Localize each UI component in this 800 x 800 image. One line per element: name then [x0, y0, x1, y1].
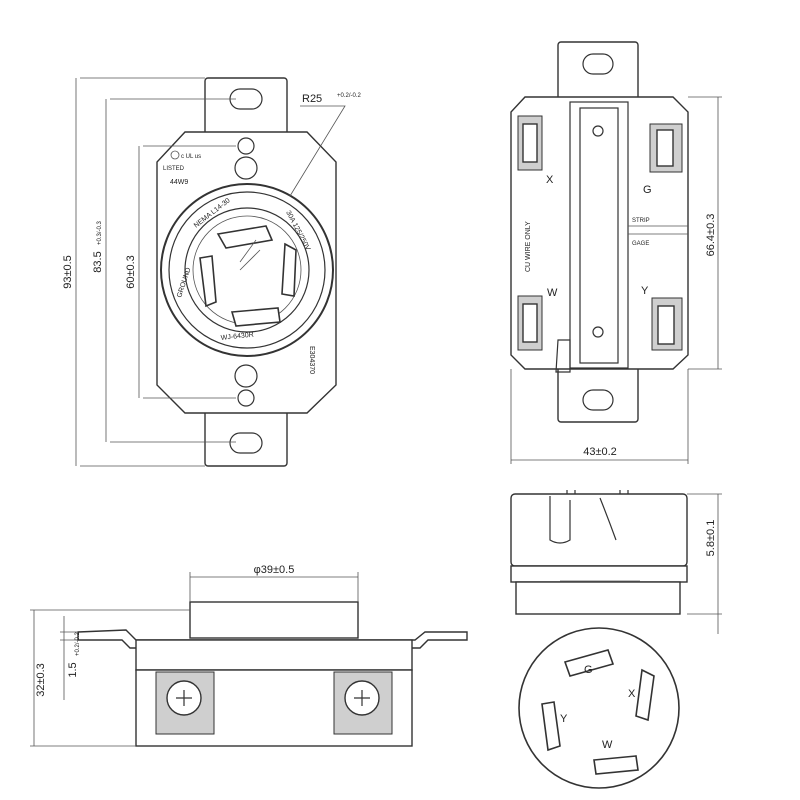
face-slot-x: [635, 668, 655, 722]
front-upper-hole-1: [237, 137, 255, 155]
terminal-label-x: X: [546, 174, 554, 186]
dim-line-5-8: [687, 493, 722, 634]
dim-diameter: φ39±0.5: [254, 564, 295, 576]
face-outer-circle: [518, 627, 680, 789]
front-lower-hole-2: [237, 389, 255, 407]
side-screw-left-slot: [176, 690, 192, 706]
dim-line-83: [105, 98, 236, 443]
dim-back-height: 66.4±0.3: [705, 214, 717, 257]
terminal-screw-x: [522, 123, 538, 163]
wire-note: CU WIRE ONLY: [525, 221, 532, 272]
dim-line-93: [75, 77, 205, 467]
side-middle-body: [135, 639, 413, 671]
front-view: NEMA L14-30 30A 125/250V WJ-6430R GROUND…: [62, 77, 362, 467]
back-view: X G W Y CU WIRE ONLY STRIP GAGE 66.4±0.3…: [510, 41, 722, 464]
side-upper-body: [189, 601, 359, 639]
front-slot-g: [216, 225, 274, 249]
radius-dimension: R25: [302, 93, 322, 105]
gage-label: GAGE: [632, 241, 649, 247]
back-top-slot: [582, 53, 614, 75]
side-view: φ39±0.5 32±0.3 1.5 +0.2/-0.2: [30, 564, 468, 747]
dim-line-66: [688, 96, 722, 370]
back-rivet-bottom: [592, 326, 604, 338]
dim-plate: 1.5: [67, 662, 79, 677]
dim-height-holes: 83.5: [92, 251, 104, 272]
listed-mark: LISTED: [163, 166, 185, 172]
front-text-ring-outer: [168, 191, 326, 349]
strip-label: STRIP: [632, 218, 650, 224]
face-label-g: G: [584, 664, 593, 676]
front-outer-ring: [160, 183, 334, 357]
side-screw-right-slot: [354, 690, 370, 706]
top-view: 5.8±0.1: [510, 490, 722, 634]
dim-height-body: 60±0.3: [125, 255, 137, 289]
strip-gage-lines: [628, 225, 688, 235]
front-center-mark: [239, 239, 261, 271]
face-view: G X Y W: [518, 627, 680, 789]
cert-code: 44W9: [170, 179, 188, 186]
front-lower-hole-1: [234, 364, 258, 388]
face-slot-g: [563, 649, 615, 677]
face-slot-w: [593, 755, 639, 775]
front-slot-w: [230, 307, 281, 327]
front-text-ring-inner: [184, 207, 310, 333]
terminal-screw-g: [656, 129, 674, 167]
terminal-label-y: Y: [641, 285, 649, 297]
dim-line-43: [510, 369, 689, 464]
top-view-band: [510, 565, 688, 583]
face-label-y: Y: [560, 713, 568, 725]
top-view-clip: [549, 496, 617, 544]
front-slot-x: [281, 242, 297, 297]
front-slot-y: [199, 255, 217, 308]
back-rivet-top: [592, 125, 604, 137]
top-view-body: [510, 493, 688, 567]
dim-line-32: [30, 609, 190, 747]
front-upper-hole-2: [234, 156, 258, 180]
dim-line-60: [138, 145, 236, 399]
file-number: E304370: [308, 346, 315, 374]
dim-top-height: 5.8±0.1: [705, 520, 717, 557]
ring-text-bottom: WJ-6430R: [220, 332, 254, 342]
terminal-screw-w: [522, 303, 538, 343]
bottom-strap-slot: [229, 432, 263, 454]
dim-height-total: 93±0.5: [62, 255, 74, 289]
face-slot-y: [541, 701, 561, 752]
back-body: [510, 96, 689, 370]
radius-tolerance: +0.2/-0.2: [337, 93, 362, 99]
dim-side-height: 32±0.3: [35, 663, 47, 697]
cert-logo-icon: [170, 150, 180, 160]
dim-line-39: [189, 572, 359, 602]
top-view-base: [515, 581, 681, 615]
dim-back-width: 43±0.2: [583, 446, 617, 458]
face-label-x: X: [628, 688, 636, 700]
cert-mark: c UL us: [181, 154, 201, 160]
face-label-w: W: [602, 739, 613, 751]
back-center-plate: [569, 101, 629, 369]
dim-line-1-5: [60, 616, 78, 700]
terminal-screw-y: [657, 305, 675, 345]
dim-plate-tol: +0.2/-0.2: [75, 631, 81, 656]
terminal-label-g: G: [643, 184, 652, 196]
back-inner-plate: [579, 107, 619, 364]
back-bottom-slot: [582, 389, 614, 411]
radius-leader: [289, 105, 346, 197]
top-view-tabs: [566, 490, 629, 494]
back-tab: [555, 339, 571, 373]
terminal-label-w: W: [547, 287, 558, 299]
dim-height-holes-tol: +0.3/-0.3: [97, 220, 103, 245]
